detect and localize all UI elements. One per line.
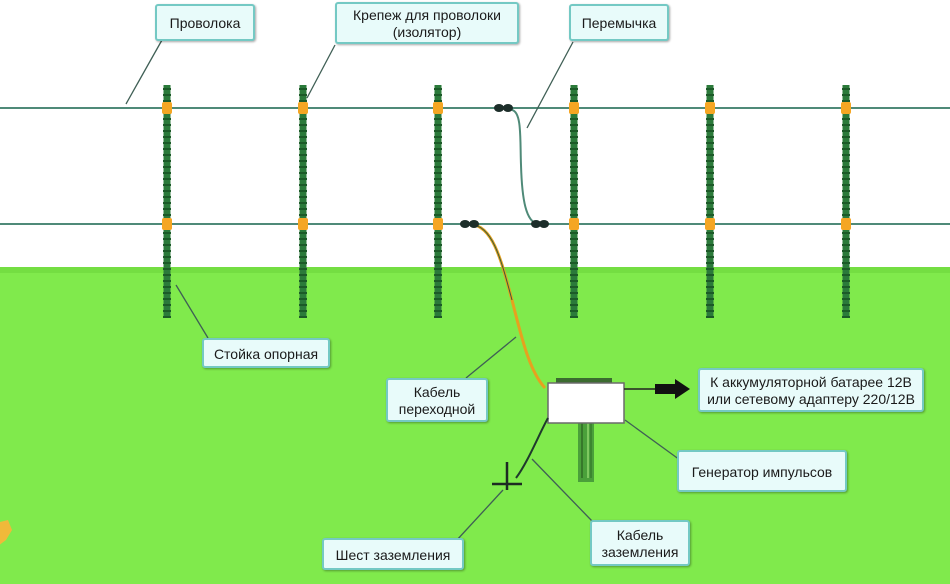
label-post: Стойка опорная: [202, 338, 330, 368]
label-transfer-cable: Кабель переходной: [386, 378, 488, 422]
label-battery-line2: или сетевому адаптеру 220/12В: [707, 391, 915, 407]
label-battery: К аккумуляторной батарее 12В или сетевом…: [698, 368, 924, 412]
support-posts: [162, 85, 851, 318]
insulator: [298, 102, 308, 114]
label-jumper: Перемычка: [569, 4, 669, 41]
label-ground-cable: Кабель заземления: [590, 520, 690, 566]
insulator: [569, 218, 579, 230]
label-battery-line1: К аккумуляторной батарее 12В: [710, 374, 912, 390]
label-ground-rod-text: Шест заземления: [335, 547, 451, 563]
leader-insulator: [306, 44, 336, 99]
label-jumper-text: Перемычка: [581, 15, 657, 31]
power-arrow: [655, 379, 690, 399]
support-post: [162, 85, 172, 318]
label-post-text: Стойка опорная: [213, 346, 319, 362]
label-transfer-cable-line1: Кабель: [413, 384, 461, 400]
cable-clamp: [460, 220, 479, 228]
leader-generator: [624, 419, 681, 461]
leader-jumper: [526, 41, 574, 129]
jumper-clamp-bottom: [531, 220, 549, 228]
support-post: [841, 85, 851, 318]
support-post: [298, 85, 308, 318]
leader-post: [175, 284, 209, 339]
label-insulator-line1: Крепеж для проволоки: [353, 7, 501, 23]
leader-cable: [465, 336, 517, 379]
support-post: [569, 85, 579, 318]
support-post: [433, 85, 443, 318]
ground-rod: [492, 462, 522, 490]
insulator: [298, 218, 308, 230]
leader-ground-cable: [531, 458, 593, 522]
leader-lines: [125, 39, 681, 542]
label-ground-cable-line2: заземления: [601, 544, 679, 560]
label-insulator: Крепеж для проволоки (изолятор): [335, 2, 519, 44]
insulator: [162, 102, 172, 114]
label-wire-text: Проволока: [169, 15, 241, 31]
label-generator: Генератор импульсов: [677, 450, 847, 492]
generator-bracket: [556, 378, 612, 386]
leader-ground-rod: [455, 489, 504, 542]
insulator: [433, 218, 443, 230]
label-ground-cable-line1: Кабель: [616, 527, 664, 543]
insulator: [705, 102, 715, 114]
ground-area: [0, 267, 950, 584]
label-transfer-cable-line2: переходной: [398, 401, 476, 417]
label-generator-text: Генератор импульсов: [691, 464, 833, 480]
label-wire: Проволока: [155, 4, 255, 41]
pulse-generator-box: [547, 382, 625, 424]
insulator: [162, 218, 172, 230]
insulator: [705, 218, 715, 230]
insulator: [841, 102, 851, 114]
insulator: [841, 218, 851, 230]
ground-horizon-shade: [0, 267, 950, 273]
ground-cable: [515, 417, 549, 479]
label-ground-rod: Шест заземления: [322, 538, 464, 570]
support-post: [705, 85, 715, 318]
jumper-clamp-top: [494, 104, 513, 112]
leader-wire: [125, 39, 163, 105]
insulator: [569, 102, 579, 114]
label-insulator-line2: (изолятор): [392, 24, 462, 40]
jumper-wire: [511, 109, 539, 225]
insulator: [433, 102, 443, 114]
star-decoration: [0, 520, 12, 545]
